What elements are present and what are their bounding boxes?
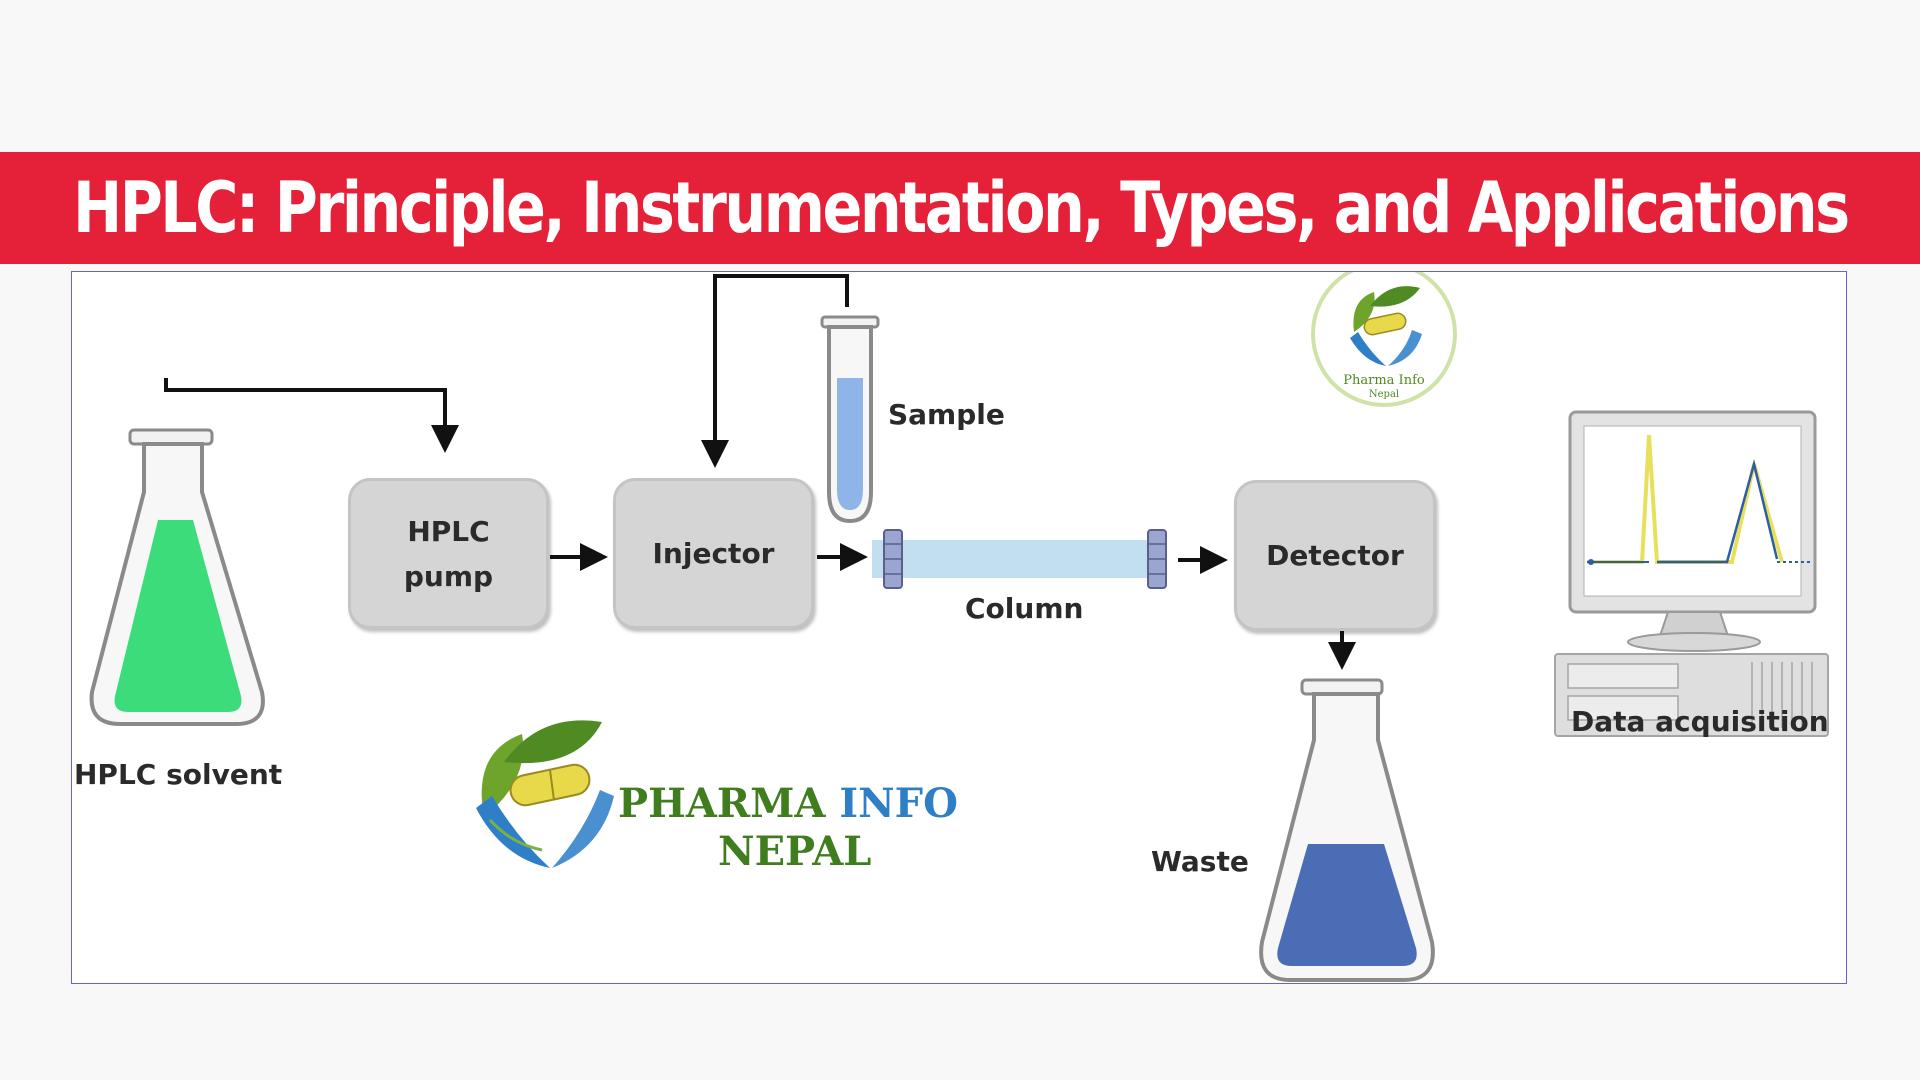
badge-text-line1: Pharma Info [1343, 373, 1425, 388]
computer-icon [1554, 410, 1829, 737]
brand-word-info: INFO [839, 780, 958, 827]
detector-box: Detector [1234, 480, 1436, 631]
diagram-graphics [89, 272, 1829, 982]
sample-to-injector-line [701, 274, 849, 468]
solvent-flask-icon [89, 428, 265, 726]
data-acquisition-label: Data acquisition [1571, 705, 1829, 738]
injector-box: Injector [613, 478, 814, 629]
column-label: Column [965, 592, 1084, 625]
round-badge-logo [1311, 272, 1457, 407]
waste-flask-icon [1259, 678, 1435, 982]
badge-text-line2: Nepal [1368, 389, 1400, 400]
sample-label: Sample [888, 398, 1005, 431]
waste-label: Waste [1151, 845, 1249, 878]
hplc-solvent-label: HPLC solvent [74, 758, 283, 791]
detector-label: Detector [1266, 539, 1404, 572]
hplc-diagram: HPLC pump Injector Detector HPLC solvent… [71, 271, 1847, 984]
hplc-pump-label: HPLC pump [403, 514, 494, 593]
solvent-to-pump-line [164, 378, 459, 453]
injector-label: Injector [652, 537, 775, 570]
hplc-pump-box: HPLC pump [348, 478, 549, 629]
title-banner: HPLC: Principle, Instrumentation, Types,… [0, 152, 1920, 264]
page-title: HPLC: Principle, Instrumentation, Types,… [72, 167, 1850, 249]
brand-wordmark-line1: PHARMA INFO [618, 780, 958, 827]
sample-tube-icon [820, 315, 880, 524]
brand-wordmark-line2: NEPAL [718, 828, 872, 875]
brand-word-pharma: PHARMA [618, 780, 826, 827]
pharma-logo-icon [476, 720, 614, 868]
column-icon [872, 529, 1167, 589]
